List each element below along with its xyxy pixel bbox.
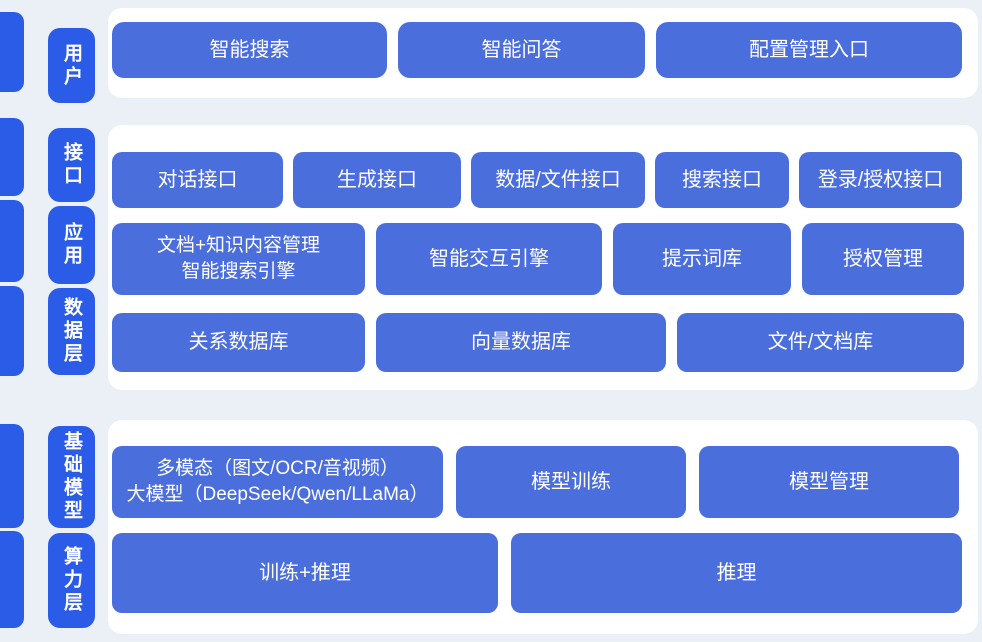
box-label: 数据/文件接口 — [495, 168, 621, 191]
layer-label-data: 数据层 — [48, 288, 95, 375]
row-application-layer: 文档+知识内容管理 智能搜索引擎 智能交互引擎 提示词库 授权管理 — [112, 223, 964, 295]
layer-label-interface: 接口 — [48, 128, 95, 202]
box-authorization-management: 授权管理 — [802, 223, 964, 295]
layer-label-text: 基础模型 — [61, 431, 82, 523]
box-label-line2: 智能搜索引擎 — [181, 261, 296, 282]
layer-label-application: 应用 — [48, 206, 95, 284]
box-model-training: 模型训练 — [456, 446, 686, 518]
box-generation-api: 生成接口 — [293, 152, 461, 208]
layer-label-text: 算力层 — [61, 546, 82, 615]
layer-label-compute: 算力层 — [48, 533, 95, 628]
box-label: 智能交互引擎 — [429, 247, 549, 270]
layer-label-text: 数据层 — [61, 297, 82, 366]
box-vector-db: 向量数据库 — [376, 313, 666, 372]
box-config-management-entry: 配置管理入口 — [656, 22, 962, 78]
left-edge-sliver — [0, 118, 24, 196]
box-label: 关系数据库 — [188, 331, 289, 353]
row-compute-layer: 训练+推理 推理 — [112, 533, 962, 613]
box-model-management: 模型管理 — [699, 446, 959, 518]
box-label: 模型管理 — [789, 470, 869, 493]
left-edge-sliver — [0, 286, 24, 376]
box-label: 训练+推理 — [259, 561, 351, 584]
box-label: 搜索接口 — [682, 168, 762, 191]
box-label: 配置管理入口 — [749, 38, 869, 61]
box-intelligent-search: 智能搜索 — [112, 22, 387, 78]
box-inference: 推理 — [511, 533, 962, 613]
box-label: 登录/授权接口 — [817, 168, 944, 191]
box-doc-knowledge-search-engine: 文档+知识内容管理 智能搜索引擎 — [112, 223, 365, 295]
left-edge-sliver — [0, 200, 24, 282]
box-login-auth-api: 登录/授权接口 — [799, 152, 962, 208]
layer-label-foundation-model: 基础模型 — [48, 426, 95, 528]
box-training-inference: 训练+推理 — [112, 533, 498, 613]
box-relational-db: 关系数据库 — [112, 313, 365, 372]
layer-label-text: 接口 — [61, 142, 82, 188]
box-file-document-store: 文件/文档库 — [677, 313, 964, 372]
box-label-line1: 文档+知识内容管理 — [156, 235, 321, 257]
box-label-line2: 大模型（DeepSeek/Qwen/LLaMa） — [126, 484, 429, 505]
row-interface-layer: 对话接口 生成接口 数据/文件接口 搜索接口 登录/授权接口 — [112, 152, 962, 208]
box-label: 文件/文档库 — [767, 331, 874, 353]
layer-label-text: 应用 — [61, 222, 82, 268]
box-prompt-library: 提示词库 — [613, 223, 791, 295]
row-user-layer: 智能搜索 智能问答 配置管理入口 — [112, 22, 962, 78]
box-label: 生成接口 — [337, 168, 417, 191]
box-label: 授权管理 — [843, 247, 923, 270]
box-intelligent-interaction-engine: 智能交互引擎 — [376, 223, 602, 295]
layer-label-text: 用户 — [61, 42, 82, 89]
box-label: 提示词库 — [662, 247, 742, 270]
box-label: 模型训练 — [531, 470, 611, 493]
left-edge-sliver — [0, 531, 24, 628]
box-label: 智能问答 — [481, 38, 562, 61]
row-foundation-model-layer: 多模态（图文/OCR/音视频） 大模型（DeepSeek/Qwen/LLaMa）… — [112, 446, 959, 518]
box-label: 推理 — [716, 561, 757, 584]
box-intelligent-qa: 智能问答 — [398, 22, 645, 78]
box-search-api: 搜索接口 — [655, 152, 789, 208]
left-edge-sliver — [0, 12, 24, 92]
box-label: 对话接口 — [157, 168, 238, 191]
box-label: 智能搜索 — [209, 38, 290, 61]
box-label: 向量数据库 — [471, 331, 571, 353]
box-dialog-api: 对话接口 — [112, 152, 283, 208]
box-label-line1: 多模态（图文/OCR/音视频） — [156, 458, 399, 480]
row-data-layer: 关系数据库 向量数据库 文件/文档库 — [112, 313, 964, 372]
layer-label-user: 用户 — [48, 28, 95, 103]
box-data-file-api: 数据/文件接口 — [471, 152, 645, 208]
left-edge-sliver — [0, 424, 24, 528]
box-multimodal-llm: 多模态（图文/OCR/音视频） 大模型（DeepSeek/Qwen/LLaMa） — [112, 446, 443, 518]
